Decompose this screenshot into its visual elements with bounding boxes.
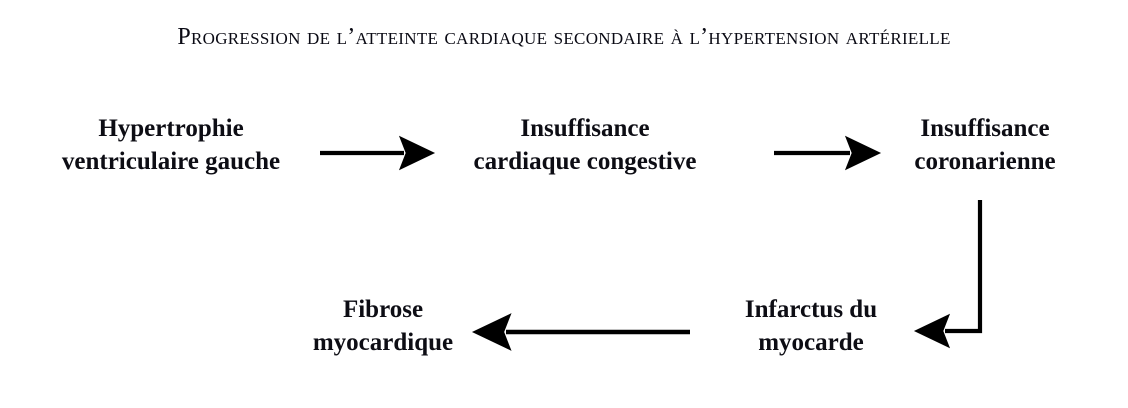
node-label-line2: myocardique [312,329,454,356]
node-label-line2: coronarienne [914,148,1056,175]
node-label-line1: Fibrose [342,296,424,323]
node-label-line2: cardiaque congestive [473,148,697,175]
node-hypertrophie-ventriculaire-gauche: Hypertrophie ventriculaire gauche [26,112,316,178]
node-insuffisance-cardiaque-congestive: Insuffisance cardiaque congestive [420,112,750,178]
node-fibrose-myocardique: Fibrose myocardique [262,293,504,359]
node-insuffisance-coronarienne: Insuffisance coronarienne [862,112,1108,178]
node-label-line2: myocarde [758,329,864,356]
node-label-line1: Insuffisance [920,115,1050,142]
arrow-ic-to-idm [913,200,983,349]
node-infarctus-du-myocarde: Infarctus du myocarde [690,293,932,359]
node-label-line2: ventriculaire gauche [61,148,281,175]
page-title: Progression de l’atteinte cardiaque seco… [177,24,951,50]
node-label-line1: Hypertrophie [98,115,244,142]
node-label-line1: Insuffisance [520,115,650,142]
node-label-line1: Infarctus du [744,296,878,323]
